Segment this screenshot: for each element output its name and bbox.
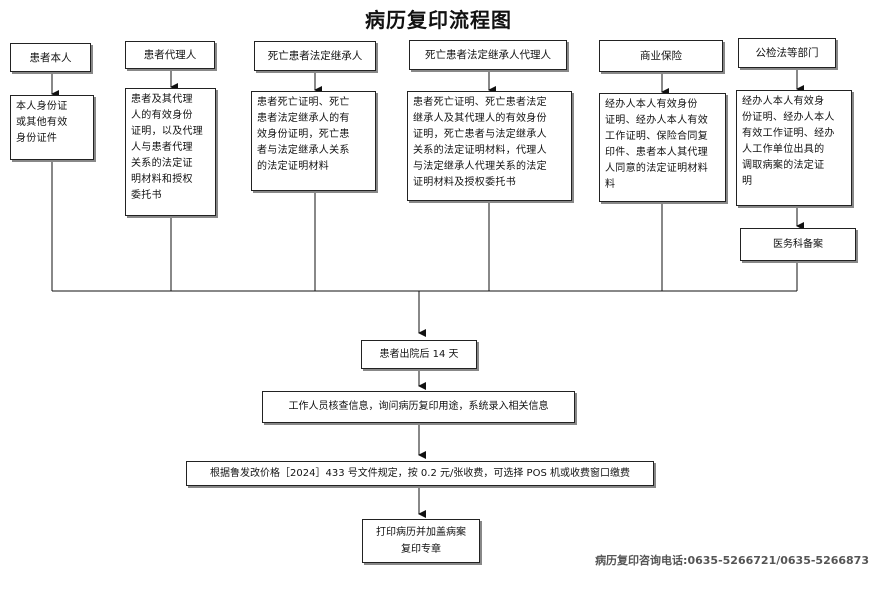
- approval-medical-dept: 医务科备案: [740, 228, 856, 261]
- header-commercial-insurance: 商业保险: [599, 40, 723, 72]
- header-patient-self: 患者本人: [10, 43, 91, 72]
- header-patient-agent: 患者代理人: [125, 41, 215, 69]
- header-deceased-heir: 死亡患者法定继承人: [254, 41, 376, 71]
- docs-public-security-dept: 经办人本人有效身 份证明、经办人本人 有效工作证明、经办 人工作单位出具的 调取…: [736, 90, 852, 206]
- step-discharge-14-days: 患者出院后 14 天: [361, 340, 477, 369]
- step-print-stamp: 打印病历并加盖病案 复印专章: [362, 519, 480, 563]
- docs-commercial-insurance: 经办人本人有效身份 证明、经办人本人有效 工作证明、保险合同复 印件、患者本人其…: [599, 93, 726, 202]
- step-payment: 根据鲁发改价格［2024］433 号文件规定，按 0.2 元/张收费，可选择 P…: [186, 461, 654, 486]
- docs-deceased-heir-agent: 患者死亡证明、死亡患者法定 继承人及其代理人的有效身份 证明，死亡患者与法定继承…: [407, 91, 572, 201]
- page-title: 病历复印流程图: [365, 8, 512, 32]
- consult-phone: 病历复印咨询电话:0635-5266721/0635-5266873: [595, 554, 869, 567]
- docs-patient-self: 本人身份证 或其他有效 身份证件: [10, 95, 94, 160]
- header-public-security-dept: 公检法等部门: [738, 38, 836, 68]
- docs-patient-agent: 患者及其代理 人的有效身份 证明，以及代理 人与患者代理 关系的法定证 明材料和…: [125, 88, 216, 216]
- step-verify-info: 工作人员核查信息，询问病历复印用途，系统录入相关信息: [262, 391, 575, 423]
- header-deceased-heir-agent: 死亡患者法定继承人代理人: [409, 40, 567, 70]
- docs-deceased-heir: 患者死亡证明、死亡 患者法定继承人的有 效身份证明，死亡患 者与法定继承人关系 …: [251, 91, 376, 191]
